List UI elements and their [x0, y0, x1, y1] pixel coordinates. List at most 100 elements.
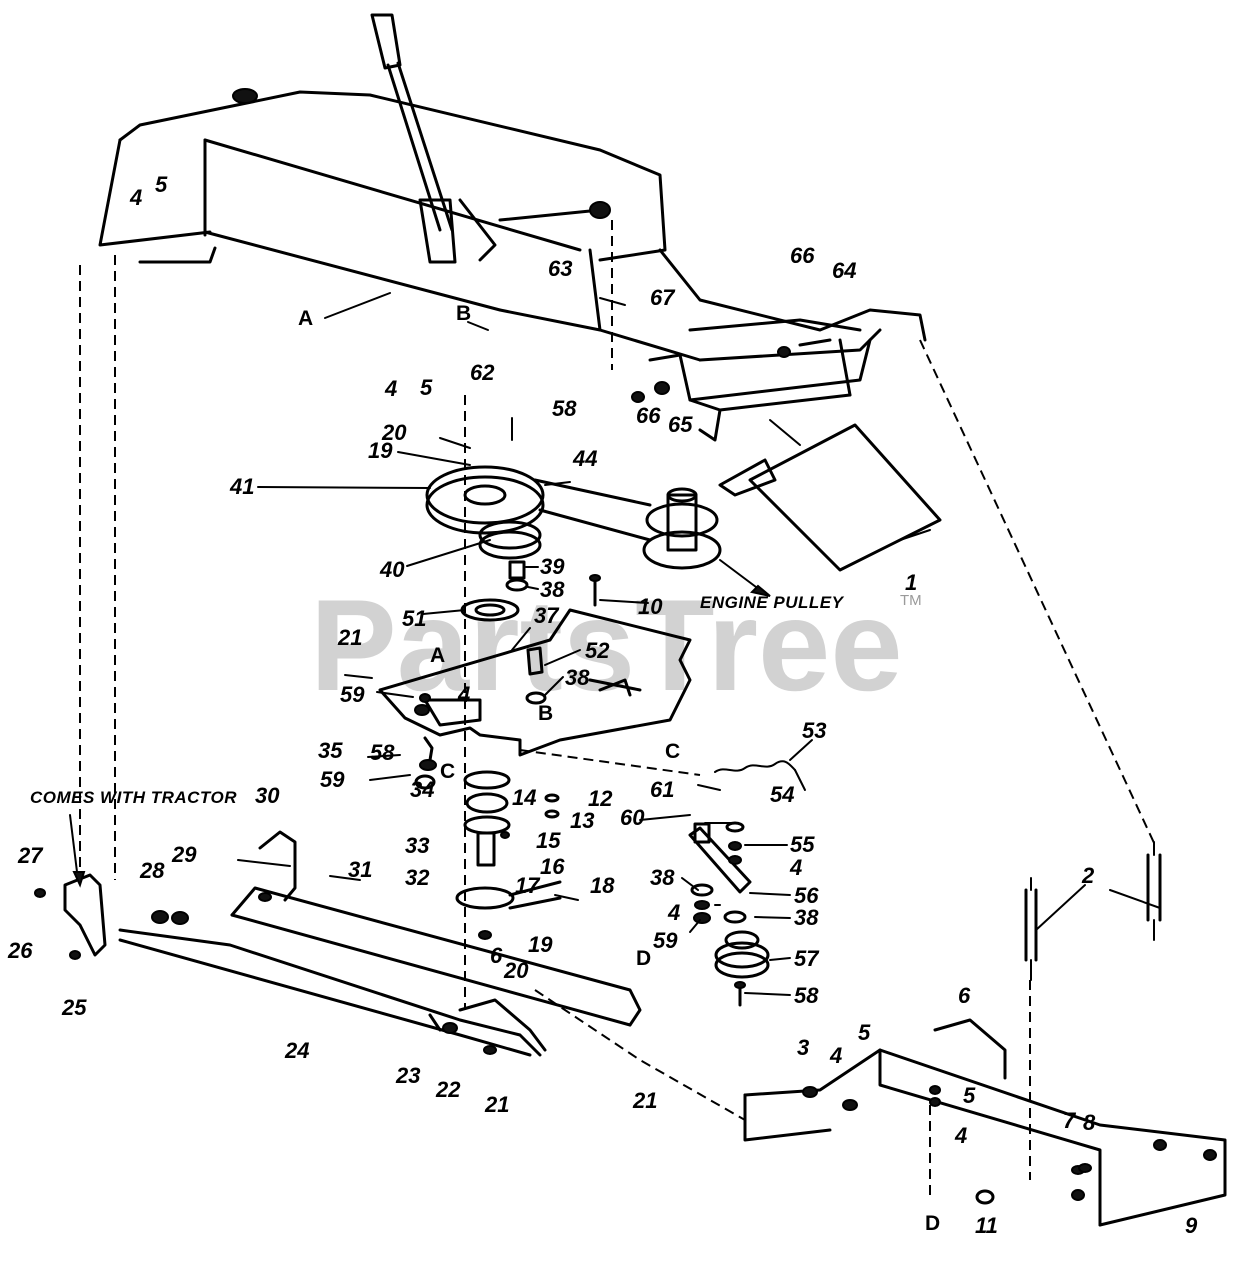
engine-pulley-label: ENGINE PULLEY — [700, 593, 845, 612]
callout-23: 23 — [395, 1063, 420, 1088]
comes-with-tractor-arrow — [72, 871, 86, 888]
shield-plate — [718, 419, 942, 572]
callout-38: 38 — [540, 577, 565, 602]
callout-29: 29 — [171, 842, 197, 867]
spindle-stack — [455, 770, 562, 940]
rear-frame — [743, 1018, 1227, 1227]
callout-4: 4 — [384, 376, 397, 401]
callout-11: 11 — [975, 1213, 998, 1238]
callout-38: 38 — [794, 905, 819, 930]
ref-letter-d-bracket: D — [636, 947, 651, 970]
callout-19: 19 — [368, 438, 393, 463]
callout-5: 5 — [858, 1020, 871, 1045]
callout-14: 14 — [512, 785, 536, 810]
lift-lever — [370, 13, 611, 264]
ref-letter-a-top: A — [298, 307, 313, 330]
callout-6: 6 — [958, 983, 971, 1008]
callout-66: 66 — [636, 403, 661, 428]
callout-21: 21 — [337, 625, 362, 650]
callout-38: 38 — [650, 865, 675, 890]
ref-letter-a-plate: A — [430, 644, 445, 667]
callout-12: 12 — [588, 786, 613, 811]
ref-letter-b-plate: B — [538, 702, 553, 725]
callout-28: 28 — [139, 858, 165, 883]
callout-58: 58 — [370, 740, 395, 765]
callout-22: 22 — [435, 1077, 461, 1102]
callout-18: 18 — [590, 873, 615, 898]
callout-4: 4 — [789, 855, 802, 880]
watermark-trademark: TM — [900, 592, 922, 609]
leader-lines — [237, 292, 1161, 996]
callout-13: 13 — [570, 808, 594, 833]
callout-5: 5 — [420, 375, 433, 400]
callout-20: 20 — [381, 420, 407, 445]
tractor-frame — [98, 88, 927, 362]
callout-33: 33 — [405, 833, 429, 858]
callout-59: 59 — [653, 928, 678, 953]
callout-26: 26 — [7, 938, 33, 963]
callout-9: 9 — [1185, 1213, 1198, 1238]
callout-56: 56 — [794, 883, 819, 908]
callout-65: 65 — [668, 412, 693, 437]
callout-52: 52 — [585, 638, 610, 663]
springs-2 — [1024, 841, 1162, 981]
callout-53: 53 — [802, 718, 826, 743]
callout-4: 4 — [457, 682, 470, 707]
callout-31: 31 — [348, 857, 372, 882]
callout-5: 5 — [963, 1083, 976, 1108]
callout-20: 20 — [503, 958, 529, 983]
callout-6: 6 — [490, 943, 503, 968]
callout-21: 21 — [632, 1088, 657, 1113]
bracket-26 — [34, 873, 107, 960]
callout-41: 41 — [229, 474, 254, 499]
callout-2: 2 — [1081, 863, 1095, 888]
callout-4: 4 — [954, 1123, 967, 1148]
callout-44: 44 — [572, 446, 597, 471]
callout-19: 19 — [528, 932, 553, 957]
callout-25: 25 — [61, 995, 87, 1020]
callout-54: 54 — [770, 782, 794, 807]
callout-17: 17 — [515, 873, 541, 898]
ref-letter-b-top: B — [456, 302, 471, 325]
callout-10: 10 — [638, 594, 663, 619]
ref-letter-d-frame: D — [925, 1212, 940, 1235]
ref-letter-c-spring: C — [665, 740, 680, 763]
callout-4: 4 — [129, 185, 142, 210]
callout-67: 67 — [650, 285, 676, 310]
comes-with-tractor-leader — [69, 814, 79, 881]
watermark-text: PartsTree — [310, 572, 903, 718]
callout-8: 8 — [1083, 1110, 1096, 1135]
callout-4: 4 — [829, 1043, 842, 1068]
comes-with-tractor-label: COMES WITH TRACTOR — [30, 788, 237, 807]
callout-21: 21 — [484, 1092, 509, 1117]
callout-30: 30 — [255, 783, 280, 808]
callout-39: 39 — [540, 554, 565, 579]
callout-27: 27 — [17, 843, 44, 868]
callout-40: 40 — [379, 557, 405, 582]
callout-60: 60 — [620, 805, 645, 830]
callout-38: 38 — [565, 665, 590, 690]
spring-53 — [714, 760, 806, 791]
callout-34: 34 — [410, 777, 434, 802]
callout-3: 3 — [797, 1035, 809, 1060]
callout-32: 32 — [405, 865, 430, 890]
callout-63: 63 — [548, 256, 572, 281]
front-axle-bar — [118, 910, 547, 1057]
callout-7: 7 — [1063, 1108, 1077, 1133]
front-bracket — [230, 830, 642, 1027]
callout-16: 16 — [540, 854, 565, 879]
callout-59: 59 — [340, 682, 365, 707]
rear-hanger-bracket — [631, 338, 872, 442]
callout-5: 5 — [155, 172, 168, 197]
callout-61: 61 — [650, 777, 674, 802]
callout-58: 58 — [794, 983, 819, 1008]
callout-55: 55 — [790, 832, 815, 857]
mount-plate — [378, 608, 692, 790]
callout-58: 58 — [552, 396, 577, 421]
callout-24: 24 — [284, 1038, 309, 1063]
callout-51: 51 — [402, 606, 426, 631]
idler-arm — [688, 821, 770, 1007]
callout-57: 57 — [794, 946, 820, 971]
callout-59: 59 — [320, 767, 345, 792]
